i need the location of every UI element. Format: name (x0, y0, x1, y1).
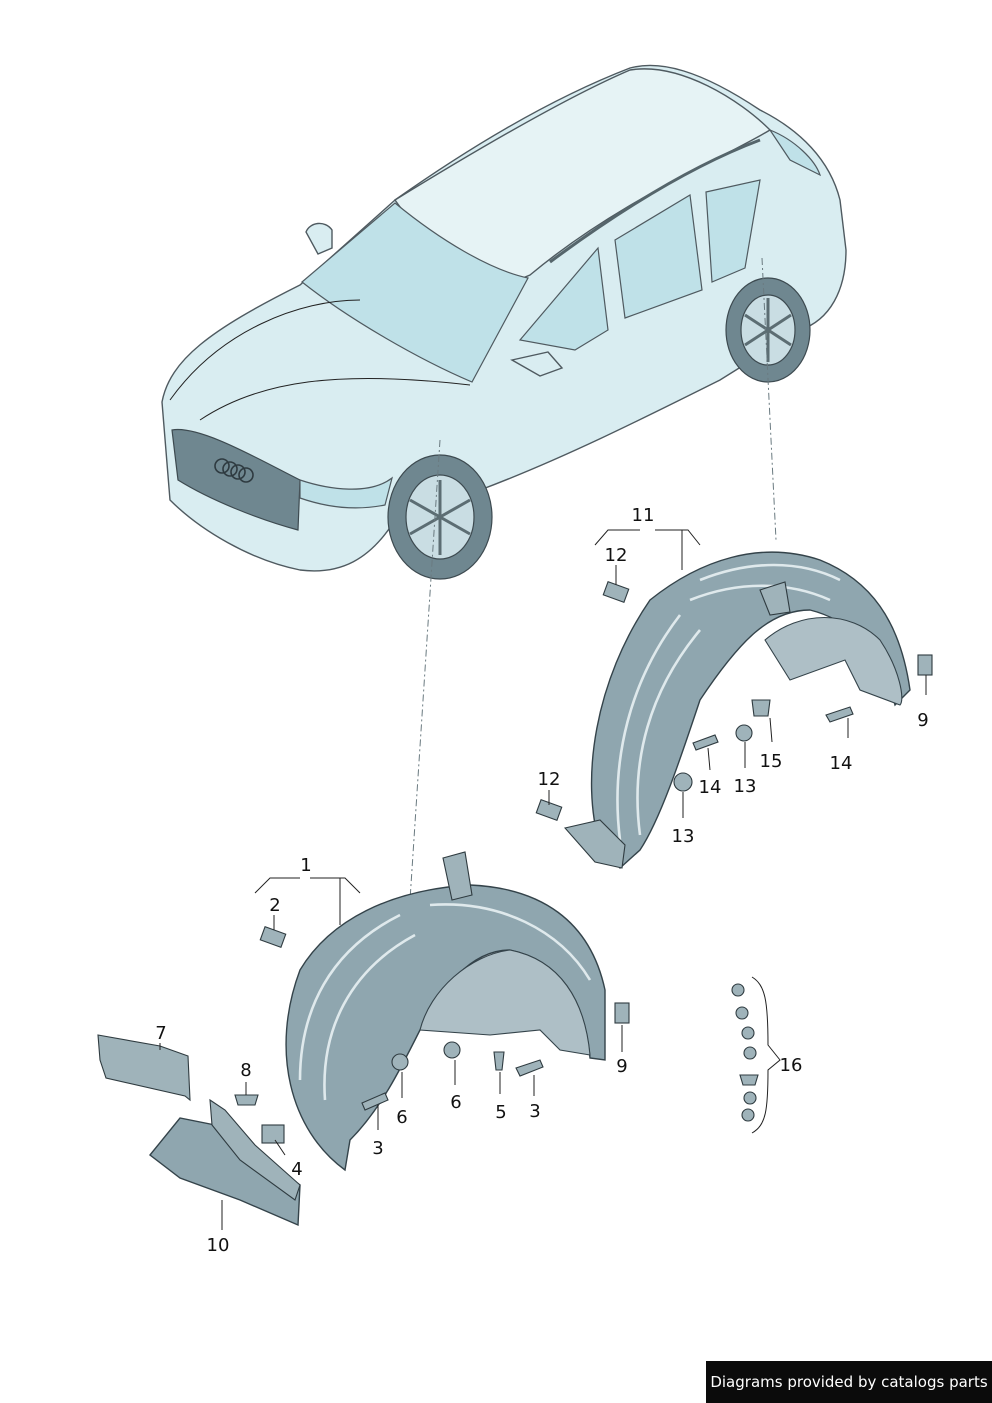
fasteners (234, 580, 933, 1144)
callout-13: 13 (733, 776, 757, 797)
location-line-rear (761, 257, 777, 541)
callout-5: 5 (495, 1102, 507, 1123)
callout-14-b: 14 (829, 753, 853, 774)
callout-13-b: 13 (671, 826, 695, 847)
callout-3: 3 (372, 1138, 384, 1159)
vehicle-illustration (161, 64, 847, 580)
callout-9-b: 9 (616, 1056, 628, 1077)
callout-1: 1 (300, 855, 312, 876)
callout-15: 15 (759, 751, 783, 772)
callout-6: 6 (396, 1107, 408, 1128)
part-10-trim (209, 1098, 301, 1201)
callout-2: 2 (269, 895, 281, 916)
callout-12: 12 (604, 545, 628, 566)
callout-14: 14 (698, 777, 722, 798)
front-wheelhouse-liner (285, 851, 606, 1172)
callout-7: 7 (155, 1023, 167, 1044)
callout-10: 10 (206, 1235, 230, 1256)
callout-6-b: 6 (450, 1092, 462, 1113)
part-7-deflector (97, 1034, 191, 1102)
callout-12-b: 12 (537, 769, 561, 790)
callout-11: 11 (631, 505, 655, 526)
callout-3-b: 3 (529, 1101, 541, 1122)
rear-wheelhouse-liner (563, 551, 911, 869)
credit-banner: Diagrams provided by catalogs parts (706, 1361, 992, 1403)
credit-text: Diagrams provided by catalogs parts (710, 1373, 988, 1391)
callout-16: 16 (779, 1055, 803, 1076)
callout-4: 4 (291, 1159, 303, 1180)
callout-8: 8 (240, 1060, 252, 1081)
leader-lines (159, 529, 927, 1230)
callout-9: 9 (917, 710, 929, 731)
part-10-underbody-panel (149, 1117, 301, 1227)
location-line-front (409, 439, 441, 901)
